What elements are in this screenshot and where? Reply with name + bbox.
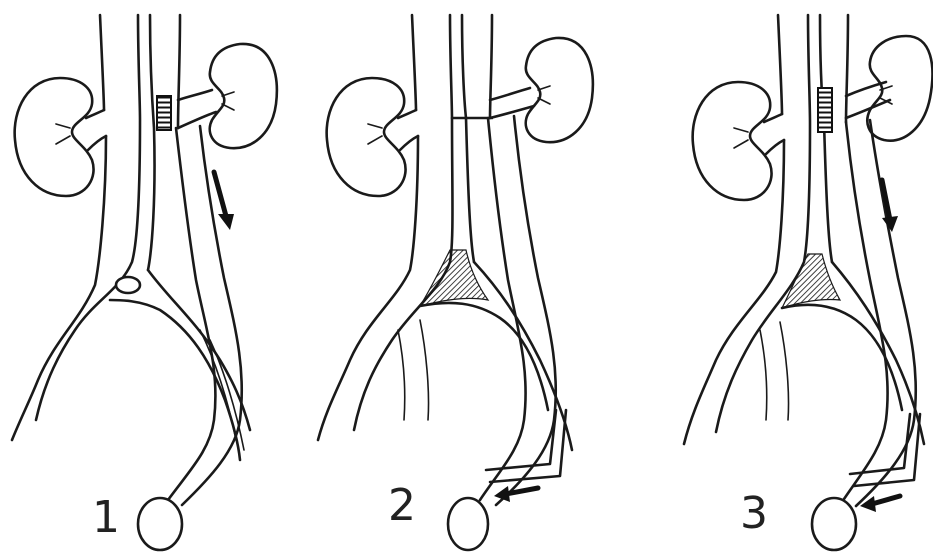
reflux-arrow-2	[506, 488, 538, 494]
panel-label-2: 2	[388, 480, 416, 531]
renal-vein-right	[86, 110, 106, 150]
inferior-vena-cava	[684, 15, 784, 444]
testis-1	[138, 498, 182, 550]
kidney-right	[693, 82, 772, 200]
panel-3: 3	[684, 15, 932, 550]
embolization-coil	[818, 88, 832, 132]
hatched-region	[420, 250, 488, 306]
aorta	[462, 15, 474, 262]
kidney-right	[327, 78, 406, 196]
gonadal-vein-left	[480, 118, 526, 500]
aorta	[148, 15, 155, 270]
kidney-right	[15, 78, 94, 196]
renal-pelvis-right	[56, 124, 70, 144]
collateral-vein	[486, 410, 566, 482]
kidney-left	[210, 44, 277, 148]
testis-3	[812, 498, 856, 550]
reflux-arrow-1	[214, 172, 226, 216]
testis-2	[448, 498, 488, 550]
kidney-left	[526, 38, 593, 142]
kidney-left	[867, 36, 932, 141]
reflux-arrow-3b	[872, 496, 900, 504]
panel-label-3: 3	[740, 488, 768, 539]
embolization-coil	[157, 96, 171, 130]
panel-label-1: 1	[92, 492, 120, 543]
panel-1: 1	[12, 15, 277, 550]
panel-2: 2	[318, 15, 593, 550]
aorta	[820, 15, 832, 262]
venous-valve-bulge	[116, 277, 140, 293]
